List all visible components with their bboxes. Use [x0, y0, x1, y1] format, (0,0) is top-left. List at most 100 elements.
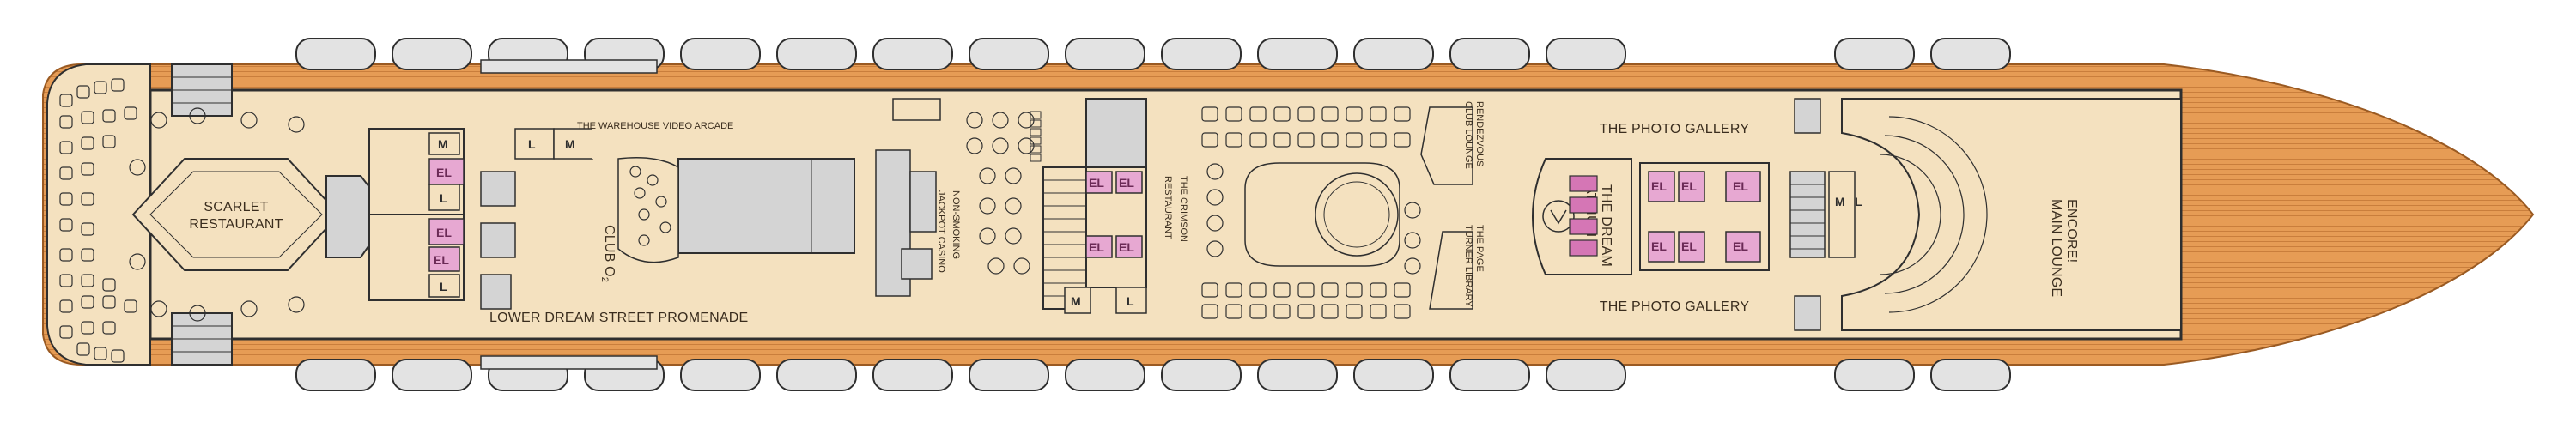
ladies-restroom-aft-top: L: [440, 191, 447, 205]
lifeboat: [1353, 359, 1434, 391]
stern-stairs-top: [171, 63, 233, 117]
page-turner-library[interactable]: THE PAGE TURNER LIBRARY: [1429, 225, 1485, 310]
dining-table: [59, 94, 73, 107]
dining-table: [102, 109, 116, 123]
stairs-fore: M L: [1789, 171, 1862, 258]
dining-table: [1321, 132, 1339, 148]
lifeboat-platform: [480, 355, 658, 370]
lifeboat: [295, 359, 376, 391]
dining-table: [59, 248, 73, 262]
pillar-bottom: [1794, 295, 1821, 331]
club-o2[interactable]: CLUB O2: [599, 157, 679, 282]
dining-table: [1394, 106, 1411, 122]
slot-machine: [1030, 145, 1042, 154]
men-restroom-warehouse: M: [565, 137, 575, 151]
dining-table: [1201, 132, 1218, 148]
dining-table: [1370, 304, 1387, 319]
dining-table: [81, 274, 94, 287]
crimson-tables: [1201, 106, 1421, 319]
lifeboat: [680, 38, 761, 70]
jackpot-casino[interactable]: JACKPOT CASINO NON-SMOKING: [875, 98, 1042, 297]
dining-table: [1321, 304, 1339, 319]
photo-gallery-bottom-label[interactable]: THE PHOTO GALLERY: [1600, 299, 1750, 314]
dining-table: [1370, 106, 1387, 122]
back-of-house-divider: [811, 158, 855, 254]
slot-machine: [1030, 111, 1042, 119]
glass-elevator: [1569, 218, 1598, 235]
dining-table: [59, 274, 73, 287]
dining-table: [94, 81, 107, 94]
round-table: [1404, 232, 1421, 249]
dining-table: [102, 321, 116, 335]
warehouse-video-arcade[interactable]: THE WAREHOUSE VIDEO ARCADE: [577, 121, 850, 159]
elevator-mid-1: EL: [1089, 176, 1104, 190]
round-table: [240, 112, 258, 129]
slot-machine: [1030, 119, 1042, 128]
rendezvous-club-lounge[interactable]: RENDEZVOUS CLUB LOUNGE: [1420, 101, 1485, 185]
encore-main-lounge[interactable]: ENCORE! MAIN LOUNGE: [1841, 98, 2182, 331]
round-table: [150, 112, 167, 129]
round-table: [288, 296, 305, 313]
casino-table: [1005, 197, 1022, 214]
lifeboat: [1834, 38, 1915, 70]
lifeboat: [1834, 359, 1915, 391]
elevator-mid-4: EL: [1119, 240, 1134, 254]
encore-label-2: MAIN LOUNGE: [2049, 199, 2063, 297]
dining-table: [1249, 106, 1267, 122]
dining-table: [1201, 304, 1218, 319]
lounge-seat: [638, 208, 650, 221]
casino-label-2: NON-SMOKING: [951, 190, 961, 259]
dining-table: [81, 136, 94, 150]
dining-table: [1321, 106, 1339, 122]
lifeboat: [1353, 38, 1434, 70]
lifeboat: [776, 359, 857, 391]
elevator-fore-6: EL: [1733, 239, 1748, 253]
dining-table: [1225, 132, 1242, 148]
dining-table: [1394, 132, 1411, 148]
stern-deck: [46, 63, 151, 366]
seating-row: [1888, 116, 1988, 313]
seating-row: [1880, 154, 1941, 275]
scarlet-label-2: RESTAURANT: [189, 217, 283, 232]
dining-table: [1273, 106, 1291, 122]
casino-table: [1005, 167, 1022, 184]
club-o2-label: CLUB O2: [599, 225, 617, 282]
dining-table: [1273, 132, 1291, 148]
dining-table: [81, 162, 94, 176]
casino-table: [1013, 257, 1030, 275]
lifeboat: [872, 38, 953, 70]
slot-machine: [1030, 154, 1042, 162]
round-table: [1206, 189, 1224, 206]
casino-table: [979, 167, 996, 184]
dining-table: [81, 295, 94, 309]
dining-table: [81, 321, 94, 335]
photo-gallery-top-label[interactable]: THE PHOTO GALLERY: [1600, 122, 1750, 136]
club-o2-furniture: [629, 166, 671, 246]
lifeboat: [1449, 38, 1530, 70]
crimson-restaurant[interactable]: THE CRIMSON RESTAURANT: [1163, 106, 1421, 319]
round-table: [129, 253, 146, 270]
round-table: [240, 300, 258, 317]
dining-table: [111, 78, 125, 92]
ladies-restroom-warehouse: L: [528, 137, 536, 151]
lifeboat: [295, 38, 376, 70]
dining-table: [76, 85, 90, 99]
scarlet-tables: [59, 78, 305, 363]
glass-elevator: [1569, 239, 1598, 257]
stern-stairs-bottom: [171, 312, 233, 366]
scarlet-restaurant[interactable]: SCARLET RESTAURANT: [59, 78, 341, 363]
dining-table: [81, 192, 94, 206]
dining-table: [1370, 282, 1387, 298]
lifeboats-bottom: [295, 355, 2011, 391]
lifeboat: [1930, 359, 2011, 391]
seating-row: [1884, 135, 1965, 294]
dining-table: [1346, 282, 1363, 298]
dream-atrium[interactable]: THE DREAM ATRIUM: [1532, 158, 1632, 275]
dining-table: [1249, 132, 1267, 148]
promenade-label[interactable]: LOWER DREAM STREET PROMENADE: [489, 311, 748, 325]
men-restroom-aft-top: M: [438, 137, 448, 151]
lounge-seat: [655, 196, 667, 208]
ladies-restroom-mid: L: [1127, 294, 1134, 308]
dining-table: [102, 135, 116, 148]
dining-table: [124, 299, 137, 313]
